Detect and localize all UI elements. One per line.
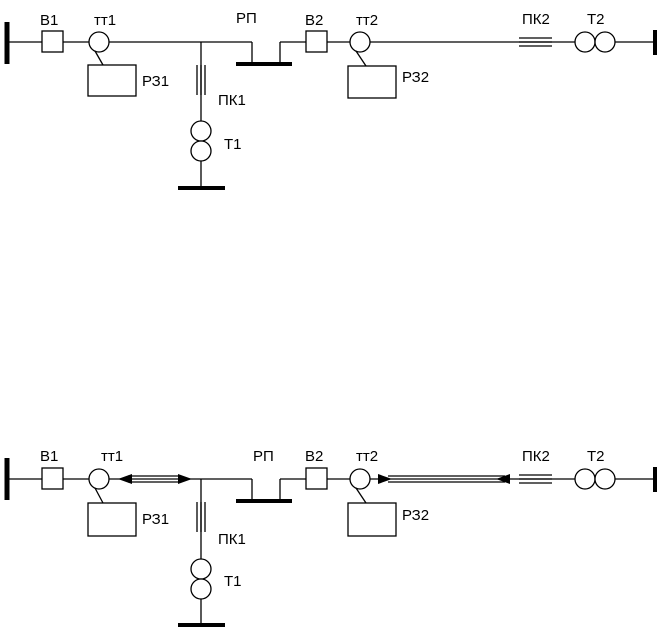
transformer-t1 (190, 558, 212, 600)
label-tt2: тт2 (356, 12, 378, 29)
reactor-pk1 (196, 65, 206, 95)
label-pk2: ПК2 (522, 448, 550, 465)
relay-rz1-lead (94, 487, 104, 504)
current-transformer-tt2 (349, 468, 371, 490)
label-pk1: ПК1 (218, 92, 246, 109)
current-transformer-tt1 (88, 468, 110, 490)
breaker-b2 (305, 30, 328, 53)
relay-rz2-lead (355, 50, 367, 67)
transformer-t1 (190, 120, 212, 162)
label-b2: B2 (305, 12, 323, 29)
arrow-left-pointing (496, 474, 510, 484)
arrow-right-pointing (378, 474, 392, 484)
reactor-pk2 (519, 474, 552, 484)
reactor-pk1 (196, 502, 206, 532)
label-t2: T2 (587, 448, 605, 465)
label-b2: B2 (305, 448, 323, 465)
label-pk2: ПК2 (522, 11, 550, 28)
label-rz1: РЗ1 (142, 73, 169, 90)
label-tt2: тт2 (356, 448, 378, 465)
label-b1: B1 (40, 448, 58, 465)
label-pk1: ПК1 (218, 531, 246, 548)
relay-rz2-box (347, 65, 397, 99)
diagram-top: B1 тт1 РЗ1 ПК1 T1 РП B2 тт2 (4, 10, 657, 190)
arrow-right-pointing (178, 474, 192, 484)
transformer-t2 (574, 468, 616, 490)
label-tt1: тт1 (101, 448, 123, 465)
relay-rz1-box (87, 64, 137, 97)
breaker-b1 (41, 467, 64, 490)
relay-rz2-lead (355, 487, 367, 504)
current-transformer-tt2 (349, 31, 371, 53)
current-transformer-tt1 (88, 31, 110, 53)
label-rz1: РЗ1 (142, 511, 169, 528)
relay-rz1-box (87, 502, 137, 537)
label-t2: T2 (587, 11, 605, 28)
reactor-pk2 (519, 37, 552, 47)
fault-current-segment-right (388, 475, 505, 483)
transformer-t2 (574, 31, 616, 53)
breaker-b2 (305, 467, 328, 490)
label-t1: T1 (224, 573, 242, 590)
label-rp: РП (253, 448, 274, 465)
label-rz2: РЗ2 (402, 507, 429, 524)
relay-rz1-lead (94, 50, 104, 66)
label-rp: РП (236, 10, 257, 27)
breaker-b1 (41, 30, 64, 53)
label-tt1: тт1 (94, 12, 116, 29)
arrow-left-pointing (118, 474, 132, 484)
label-rz2: РЗ2 (402, 69, 429, 86)
diagram-bottom: B1 тт1 РЗ1 ПК1 T1 РП B2 (4, 448, 657, 627)
relay-rz2-box (347, 502, 397, 537)
label-t1: T1 (224, 136, 242, 153)
label-b1: B1 (40, 12, 58, 29)
fault-current-segment-left (128, 475, 180, 483)
